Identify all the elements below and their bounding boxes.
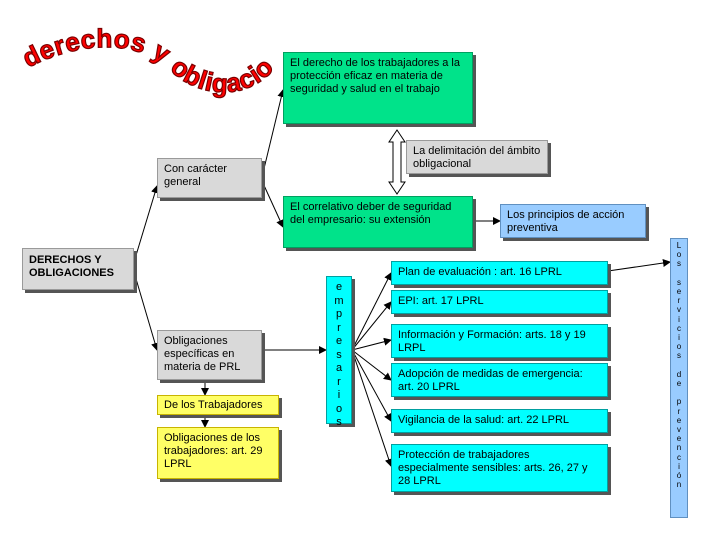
connector-empresarios-item-5 [351, 349, 392, 422]
node-derechos-obligaciones: DERECHOS Y OBLIGACIONES [22, 248, 134, 290]
node-derecho-trabajadores: El derecho de los trabajadores a la prot… [283, 52, 473, 124]
connector-root-general [133, 185, 159, 263]
item-informacion-formacion-label: Información y Formación: arts. 18 y 19 L… [398, 329, 586, 354]
node-deber-empresario-label: El correlativo deber de seguridad del em… [290, 201, 452, 226]
connector-root-especificas [133, 271, 159, 351]
node-de-los-trabajadores-label: De los Trabajadores [164, 399, 263, 411]
servicios-char: d [676, 369, 682, 379]
servicios-char: e [676, 434, 682, 444]
item-plan-evaluacion: Plan de evaluación : art. 16 LPRL [391, 261, 608, 285]
node-obligaciones-trabajadores: Obligaciones de los trabajadores: art. 2… [157, 427, 279, 479]
servicios-char: i [678, 461, 680, 471]
empresarios-char: s [336, 416, 342, 428]
empresarios-char: o [335, 402, 343, 415]
item-epi: EPI: art. 17 LPRL [391, 290, 608, 314]
empresarios-char: s [336, 348, 342, 361]
item-medidas-emergencia-label: Adopción de medidas de emergencia: art. … [398, 368, 583, 393]
node-principios-accion: Los principios de acción preventiva [500, 204, 646, 238]
connector-empresarios-item-1 [351, 272, 392, 351]
connector-general-derecho [261, 89, 286, 178]
servicios-char: o [676, 250, 682, 260]
servicios-char: e [676, 379, 682, 389]
item-proteccion-sensibles-label: Protección de trabajadores especialmente… [398, 449, 588, 487]
servicios-char [671, 269, 687, 278]
servicios-char: s [677, 277, 681, 287]
servicios-char: v [677, 305, 681, 315]
connector-empresarios-item-2 [351, 301, 392, 351]
item-informacion-formacion: Información y Formación: arts. 18 y 19 L… [391, 324, 608, 358]
servicios-char: c [677, 452, 681, 462]
empresarios-char: i [337, 389, 341, 401]
servicios-char: i [678, 314, 680, 324]
empresarios-char: e [335, 335, 343, 347]
servicios-char [671, 388, 687, 397]
node-obligaciones-trabajadores-label: Obligaciones de los trabajadores: art. 2… [164, 432, 263, 470]
servicios-char: o [676, 342, 682, 352]
connector-empresarios-item-4 [351, 349, 392, 381]
servicios-char: v [677, 425, 681, 435]
item-plan-evaluacion-label: Plan de evaluación : art. 16 LPRL [398, 266, 562, 278]
node-derecho-trabajadores-label: El derecho de los trabajadores a la prot… [290, 57, 460, 95]
node-delimitacion-label: La delimitación del ámbito obligacional [413, 145, 541, 170]
empresarios-char: p [335, 308, 343, 320]
item-medidas-emergencia: Adopción de medidas de emergencia: art. … [391, 363, 608, 397]
servicios-char: e [676, 415, 682, 425]
servicios-char: p [676, 397, 682, 407]
item-vigilancia-salud-label: Vigilancia de la salud: art. 22 LPRL [398, 414, 570, 426]
servicios-char: L [676, 241, 682, 250]
node-derechos-obligaciones-label: DERECHOS Y OBLIGACIONES [29, 254, 114, 279]
node-obligaciones-especificas: Obligaciones específicas en materia de P… [157, 330, 262, 380]
empresarios-char: m [334, 294, 344, 307]
empresarios-char: e [335, 281, 343, 293]
item-proteccion-sensibles: Protección de trabajadores especialmente… [391, 444, 608, 492]
servicios-char: r [677, 406, 681, 416]
servicios-char: i [678, 333, 680, 343]
connector-empresarios-item-6 [351, 349, 393, 467]
empresarios-char: a [335, 362, 343, 374]
connector-general-deber [261, 180, 284, 228]
servicios-char: s [677, 259, 681, 269]
connector-empresarios-item-3 [351, 337, 392, 351]
node-obligaciones-especificas-label: Obligaciones específicas en materia de P… [164, 335, 241, 373]
servicios-char: c [677, 323, 681, 333]
node-principios-accion-label: Los principios de acción preventiva [507, 209, 625, 234]
servicios-char: e [676, 287, 682, 297]
node-delimitacion: La delimitación del ámbito obligacional [406, 140, 548, 174]
servicios-char: n [676, 443, 682, 453]
empresarios-char: r [337, 321, 341, 334]
item-vigilancia-salud: Vigilancia de la salud: art. 22 LPRL [391, 409, 608, 433]
servicios-char: ó [676, 471, 682, 481]
double-arrow-icon [388, 129, 406, 195]
node-caracter-general: Con carácter general [157, 158, 262, 198]
servicios-char: r [677, 296, 681, 306]
connector-item-1-servicios [607, 259, 671, 272]
servicios-char: s [677, 351, 681, 361]
item-epi-label: EPI: art. 17 LPRL [398, 295, 484, 307]
servicios-char [671, 361, 687, 370]
servicios-char: n [676, 480, 682, 490]
empresarios-char: r [337, 375, 341, 388]
node-de-los-trabajadores: De los Trabajadores [157, 395, 279, 415]
node-deber-empresario: El correlativo deber de seguridad del em… [283, 196, 473, 248]
node-caracter-general-label: Con carácter general [164, 163, 227, 188]
